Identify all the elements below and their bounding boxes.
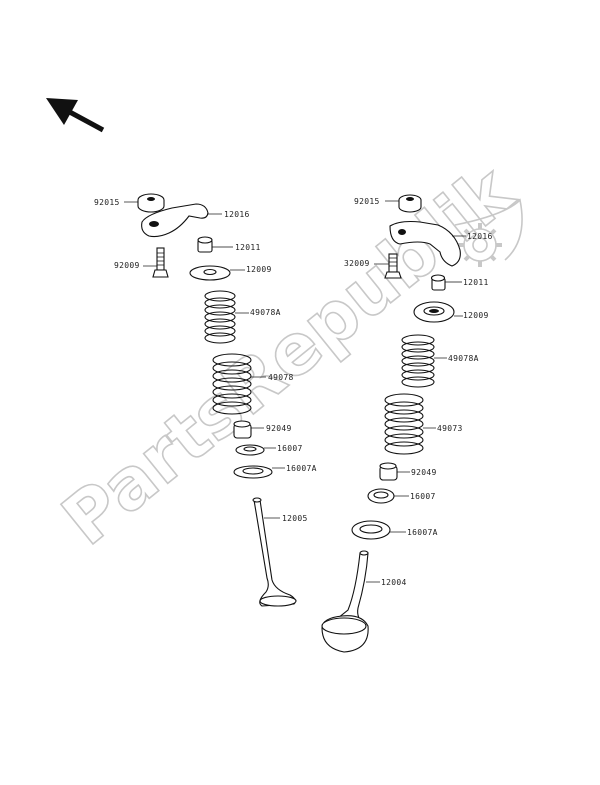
callout-12016-right: 12016 [467,232,493,241]
callout-16007-right: 16007 [410,492,436,501]
part-92049-left [233,420,252,439]
part-92049-right [379,462,398,481]
right-callouts: 92015 12016 32009 12011 12009 49078A 490… [344,197,493,587]
callout-12016-left: 12016 [224,210,250,219]
part-12004-valve [321,550,369,653]
part-92015-right [398,194,422,213]
part-16007A-left [233,465,273,479]
left-callouts: 92015 12016 12011 92009 12009 49078A 490… [94,198,317,523]
callout-16007A-right: 16007A [407,528,438,537]
part-12011-left [197,236,213,253]
gear-icon [458,223,502,267]
part-92015-left [137,193,165,213]
part-12016-left [141,203,209,238]
callout-92009-left: 92009 [114,261,140,270]
watermark-corner-swoosh [454,198,523,261]
part-49078A-right [401,334,435,388]
callout-49078A-left: 49078A [250,308,281,317]
callout-92015-right: 92015 [354,197,380,206]
callout-92049-right: 92049 [411,468,437,477]
part-92009-left [152,247,169,278]
part-49078A-left [204,290,236,344]
callout-92049-left: 92049 [266,424,292,433]
arrow-up-left-icon [46,98,105,133]
callout-49073-right: 49073 [437,424,463,433]
part-12009-right [413,301,455,323]
part-49078-left [212,353,252,415]
callout-12009-right: 12009 [463,311,489,320]
callout-16007A-left: 16007A [286,464,317,473]
part-12009-left [189,265,231,281]
callout-12004: 12004 [381,578,407,587]
callout-12011-left: 12011 [235,243,261,252]
left-valve-assembly: 92015 12016 12011 92009 12009 49078A 490… [94,193,317,607]
right-valve-assembly: 92015 12016 32009 12011 12009 49078A 490… [321,194,493,653]
callout-16007-left: 16007 [277,444,303,453]
callout-12009-left: 12009 [246,265,272,274]
part-12011-right [430,274,446,291]
part-49078-right [384,393,424,455]
callout-12011-right: 12011 [463,278,489,287]
part-16007-right [367,488,395,504]
part-12005-valve [252,497,297,607]
callout-49078-left: 49078 [268,373,294,382]
part-92009-right [384,253,402,279]
callout-32009-right: 32009 [344,259,370,268]
callout-92015-left: 92015 [94,198,120,207]
part-16007-left [235,444,265,456]
part-16007A-right [351,520,391,540]
callout-12005: 12005 [282,514,308,523]
part-12016-right [389,220,461,267]
callout-49078A-right: 49078A [448,354,479,363]
